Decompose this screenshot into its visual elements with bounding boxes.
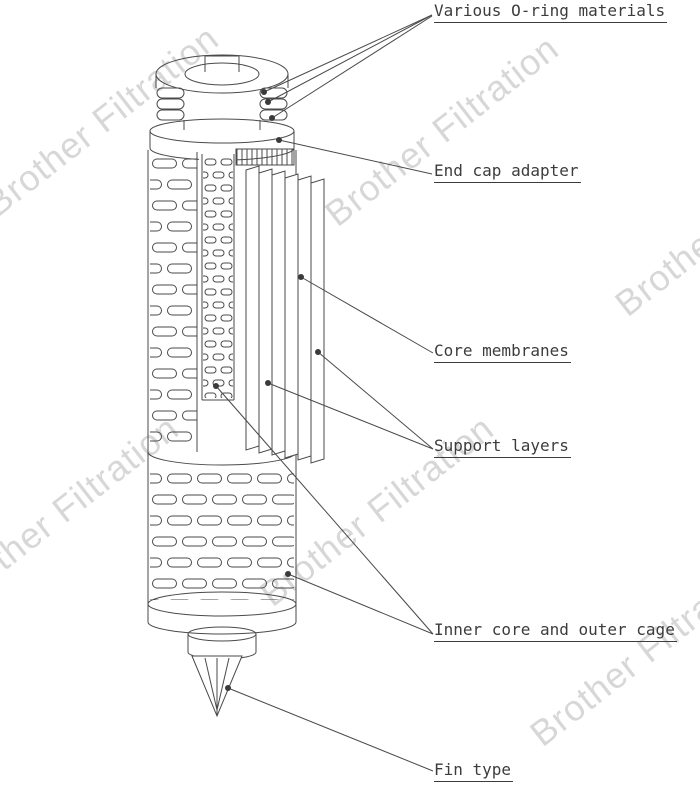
end-cap-potting-hatch	[235, 148, 295, 166]
membrane-stack	[245, 165, 325, 464]
outer-cage	[147, 150, 297, 604]
leader-lines	[215, 14, 434, 772]
inner-core	[199, 150, 237, 404]
label-inner-core-outer-cage: Inner core and outer cage	[434, 620, 677, 642]
label-end-cap-adapter: End cap adapter	[434, 161, 581, 183]
bottom-end-cap	[147, 591, 297, 660]
label-fin-type: Fin type	[434, 760, 514, 782]
callout-dots	[213, 89, 321, 691]
label-core-membranes: Core membranes	[434, 341, 571, 363]
label-support-layers: Support layers	[434, 436, 571, 458]
oring-grooves	[156, 87, 288, 130]
fin-tip	[191, 655, 243, 718]
label-oring-materials: Various O-ring materials	[434, 1, 668, 23]
end-cap-top	[155, 54, 289, 94]
